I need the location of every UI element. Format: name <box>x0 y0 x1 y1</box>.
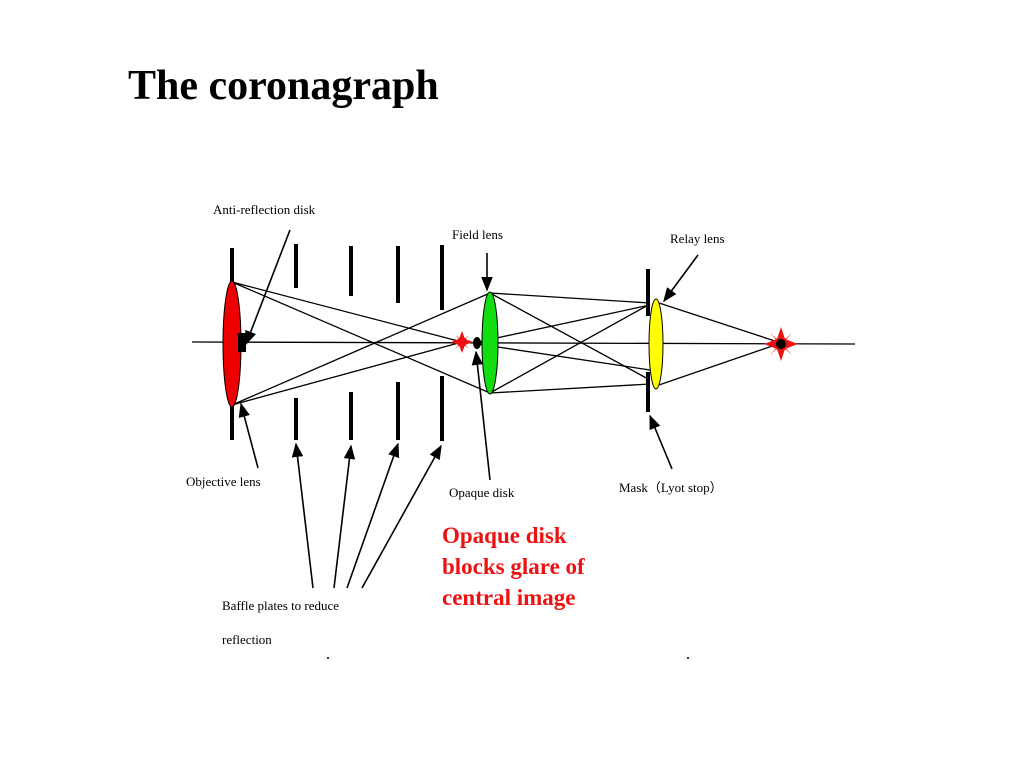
light-rays <box>231 281 782 406</box>
relay-lens <box>648 298 664 390</box>
page-title: The coronagraph <box>128 63 439 109</box>
mask-arrow <box>649 414 673 470</box>
field-lens-label: Field lens <box>452 227 503 242</box>
relay-lens-arrow <box>663 254 699 303</box>
opaque-disk <box>473 337 481 349</box>
note-line-3: central image <box>442 585 576 610</box>
anti-reflection-disk-label: Anti-reflection disk <box>213 202 316 217</box>
baffle-plates <box>294 244 444 441</box>
final-image-star-icon <box>764 327 798 361</box>
baffle-arrow-3 <box>346 442 400 589</box>
baffle-arrow-2 <box>333 444 356 589</box>
opaque-disk-note: Opaque disk blocks glare of central imag… <box>442 520 585 613</box>
objective-lens-arrow <box>238 402 259 469</box>
anti-reflection-disk <box>238 333 246 352</box>
note-line-1: Opaque disk <box>442 523 567 548</box>
baffle-arrow-4 <box>361 444 442 589</box>
stray-dot <box>327 657 329 659</box>
relay-lens-label: Relay lens <box>670 231 725 246</box>
baffle-arrow-1 <box>291 442 314 589</box>
pointer-arrows <box>238 229 699 589</box>
stray-dot <box>687 657 689 659</box>
opaque-disk-label: Opaque disk <box>449 485 515 500</box>
optical-axis <box>191 341 856 345</box>
objective-lens-label: Objective lens <box>186 474 261 489</box>
note-line-2: blocks glare of <box>442 554 585 579</box>
opaque-disk-arrow <box>471 350 491 481</box>
anti-reflection-arrow <box>245 229 291 346</box>
baffle-plates-label-line1: Baffle plates to reduce <box>222 598 340 613</box>
field-lens <box>481 291 499 395</box>
central-image-star-icon <box>451 331 473 353</box>
baffle-plates-label-line2: reflection <box>222 632 272 647</box>
mask-lyot-stop-label: Mask（Lyot stop） <box>619 480 723 495</box>
